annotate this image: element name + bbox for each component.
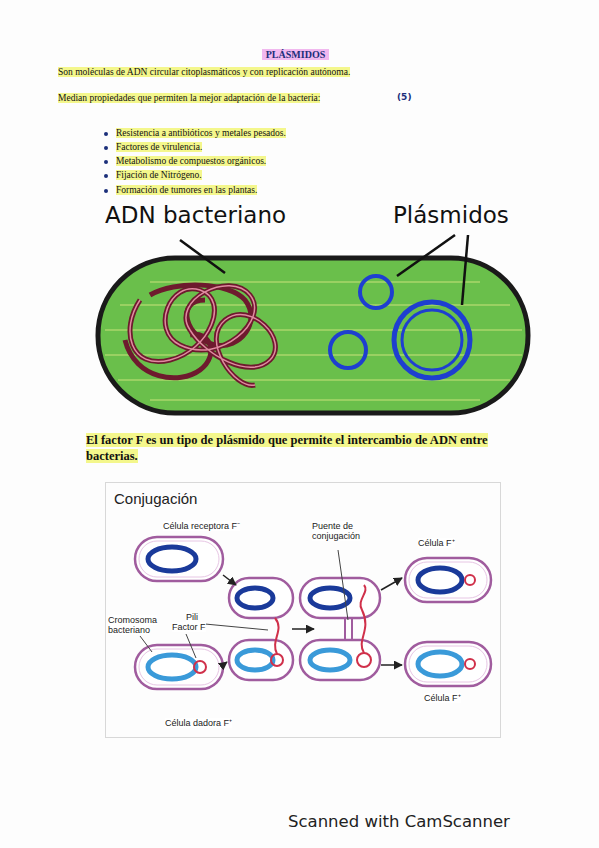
watermark-wrap: Scanned with CamScanner — [288, 812, 588, 831]
bullet-dots — [104, 132, 108, 193]
bullet-item-wrap: Formación de tumores en las plantas. — [116, 185, 416, 197]
title-line: PLÁSMIDOS — [0, 44, 595, 62]
leader-lines — [180, 235, 468, 305]
part-label: Factor F — [172, 622, 206, 632]
part-label-wrap: Puente de conjugación — [312, 521, 392, 542]
part-label: Puente de conjugación — [312, 521, 360, 541]
bacterium — [98, 235, 528, 413]
handwritten-note: (5) — [397, 92, 412, 102]
bullet-item: Resistencia a antibióticos y metales pes… — [116, 128, 286, 138]
part-label: Plásmidos — [393, 202, 509, 228]
bullet-item: Fijación de Nitrógeno. — [116, 170, 202, 180]
bullet-item-wrap: Factores de virulencia. — [116, 142, 416, 154]
bullet-item-wrap: Fijación de Nitrógeno. — [116, 170, 416, 182]
part-label: Cromosoma bacteriano — [108, 615, 157, 635]
part-label-wrap: Célula receptora F⁻ — [163, 521, 283, 531]
plasmids — [330, 276, 470, 378]
part-label-wrap: Célula F⁺ — [418, 538, 498, 548]
handwritten-note-wrap: (5) — [397, 92, 427, 102]
watermark: Scanned with CamScanner — [288, 812, 510, 831]
part-label: ADN bacteriano — [105, 202, 286, 228]
part-label: Célula receptora F⁻ — [163, 521, 240, 531]
part-label: Célula F⁺ — [424, 693, 461, 703]
part-label-wrap: Plásmidos — [393, 203, 563, 228]
part-label: Célula F⁺ — [418, 538, 455, 548]
document-title: PLÁSMIDOS — [262, 49, 329, 60]
body-text-wrap: Son moléculas de ADN circular citoplasmá… — [58, 67, 478, 79]
part-label-wrap: ADN bacteriano — [105, 203, 335, 228]
part-label-wrap: Cromosoma bacteriano — [108, 615, 170, 636]
bullet-item-wrap: Resistencia a antibióticos y metales pes… — [116, 128, 416, 140]
bullet-item: Factores de virulencia. — [116, 142, 202, 152]
conjugation-illustration — [135, 537, 491, 689]
bullet-item-wrap: Metabolismo de compuestos orgánicos. — [116, 156, 416, 168]
part-label-wrap: Factor F — [172, 622, 222, 632]
part-label-wrap: Célula F⁺ — [424, 693, 494, 703]
part-label: Célula dadora F⁺ — [165, 718, 232, 728]
bullet-item: Formación de tumores en las plantas. — [116, 185, 257, 195]
body-text: El factor F es un tipo de plásmido que p… — [86, 433, 488, 463]
frame-heading: Conjugación — [114, 490, 197, 507]
body-text-wrap: Median propiedades que permiten la mejor… — [58, 93, 388, 105]
body-text: Son moléculas de ADN circular citoplasmá… — [58, 67, 350, 77]
part-label: Pili — [186, 612, 198, 622]
body-text: Median propiedades que permiten la mejor… — [58, 93, 320, 103]
bacterial-dna — [125, 285, 275, 385]
body-text-wrap: El factor F es un tipo de plásmido que p… — [86, 432, 536, 465]
bullet-item: Metabolismo de compuestos orgánicos. — [116, 156, 266, 166]
part-label-wrap: Pili — [186, 612, 216, 622]
part-label-wrap: Célula dadora F⁺ — [165, 718, 285, 728]
